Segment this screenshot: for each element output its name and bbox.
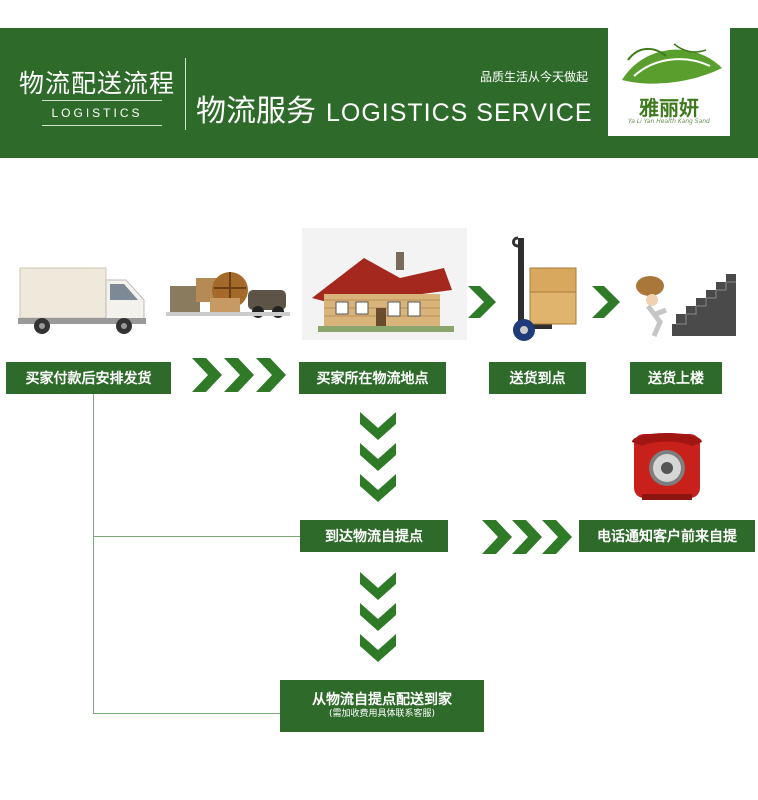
step-phone-notify: 电话通知客户前来自提	[579, 520, 755, 552]
brand-logo: 雅丽妍 Ya Li Yan Health Kang Sand	[608, 28, 730, 136]
header-title-cn: 物流配送流程	[12, 64, 182, 100]
header-slogan: 品质生活从今天做起	[448, 68, 588, 85]
header-main-title: 物流服务 LOGISTICS SERVICE	[196, 86, 593, 130]
leaf-logo-icon	[614, 38, 726, 94]
chevron-right-icon-2	[590, 284, 622, 320]
header-divider-bottom	[42, 125, 162, 126]
connector-to-pickup	[93, 536, 300, 537]
step-buyer-location: 买家所在物流地点	[299, 362, 446, 394]
header-divider-top	[42, 100, 162, 101]
chevron-right-triple-2	[480, 518, 576, 556]
header-main-cn: 物流服务	[196, 94, 316, 129]
brand-tagline: Ya Li Yan Health Kang Sand	[608, 118, 730, 125]
step-deliver-home-note: (需加收费用具体联系客服)	[329, 709, 435, 721]
chevron-down-triple-1	[358, 410, 398, 506]
hand-truck-icon	[508, 232, 586, 344]
step-arrive-pickup: 到达物流自提点	[300, 520, 448, 552]
truck-icon	[18, 262, 150, 336]
connector-to-home	[93, 713, 280, 714]
house-icon	[302, 228, 467, 340]
step-deliver-home: 从物流自提点配送到家 (需加收费用具体联系客服)	[280, 680, 484, 732]
connector-vertical	[93, 394, 94, 714]
packages-icon	[166, 268, 290, 322]
chevron-down-triple-2	[358, 570, 398, 666]
step-deliver-home-title: 从物流自提点配送到家	[312, 691, 452, 709]
stairs-carrier-icon	[632, 270, 736, 340]
header-vertical-separator	[185, 58, 186, 130]
step-deliver-point: 送货到点	[489, 362, 586, 394]
header-title-en: LOGISTICS	[12, 106, 182, 120]
chevron-right-icon-1	[466, 284, 498, 320]
chevron-right-triple-1	[190, 356, 290, 394]
step-buyer-pays: 买家付款后安排发货	[6, 362, 171, 394]
brand-name: 雅丽妍	[608, 92, 730, 121]
header-main-en: LOGISTICS SERVICE	[326, 99, 593, 127]
step-deliver-upstairs: 送货上楼	[630, 362, 722, 394]
telephone-icon	[628, 424, 706, 508]
